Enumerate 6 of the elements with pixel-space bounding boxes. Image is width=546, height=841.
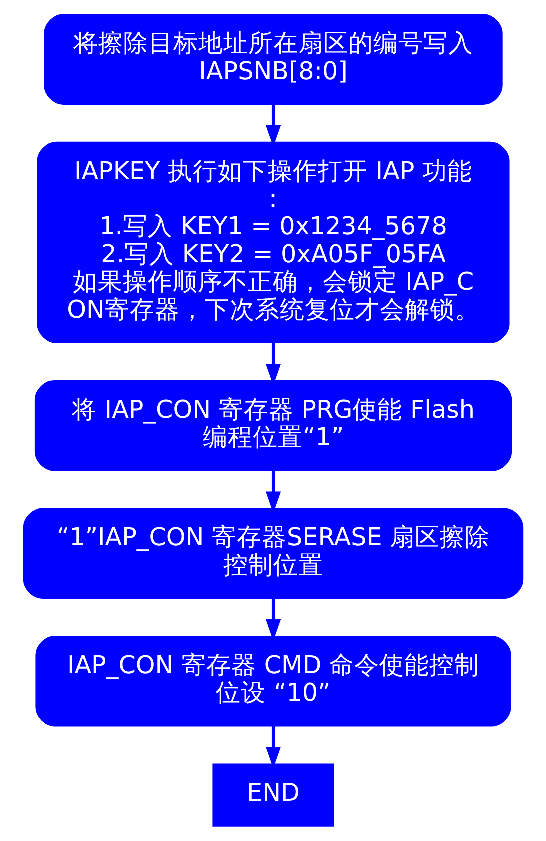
node-box: END	[212, 764, 334, 827]
node-box: IAP_CON 寄存器 CMD 命令使能控制位设 “10”	[35, 636, 511, 727]
node-box: 将 IAP_CON 寄存器 PRG使能 Flash 编程位置“1”	[34, 380, 512, 472]
node-box: IAPKEY 执行如下操作打开 IAP 功能： 1.写入 KEY1 = 0x1234_5678 2.写入 KEY2 = 0xA05F_05FA 如果操作顺序不正确，会锁定 IAP_CON寄存器，下次系统复位才会解锁。	[36, 142, 510, 344]
node-box: 将擦除目标地址所在扇区的编号写入 IAPSNB[8:0]	[44, 14, 502, 105]
node-box: “1”IAP_CON 寄存器SERASE 扇区擦除控制位置	[22, 508, 524, 600]
